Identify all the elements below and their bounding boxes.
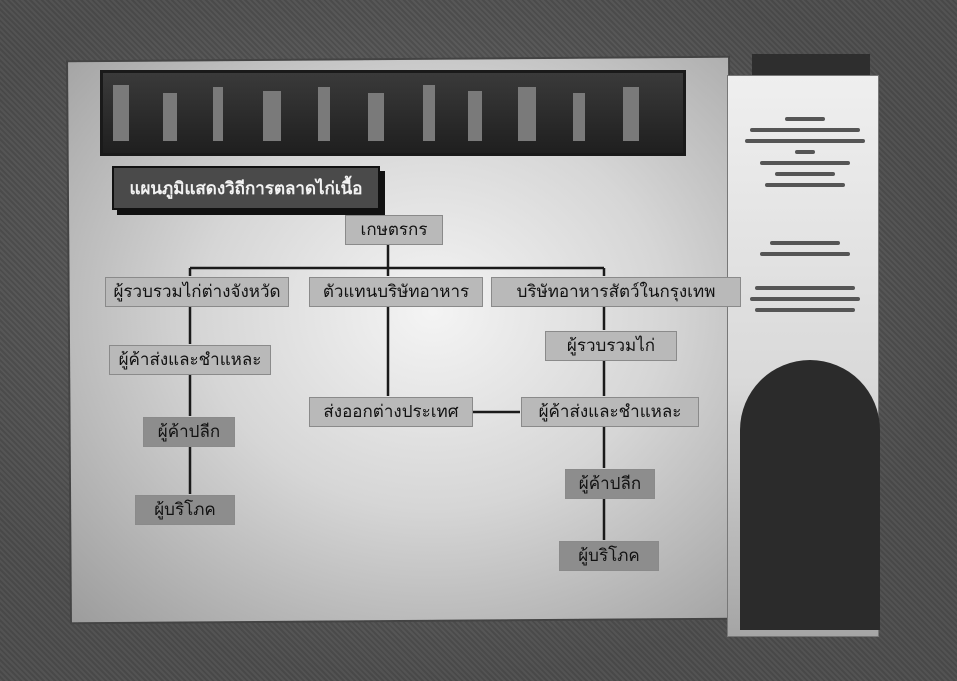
node-feed-company-bangkok: บริษัทอาหารสัตว์ในกรุงเทพ (492, 278, 740, 306)
node-wholesaler-slaughter-right: ผู้ค้าส่งและชำแหละ (522, 398, 698, 426)
node-retailer-left: ผู้ค้าปลีก (144, 418, 234, 446)
node-farmer: เกษตรกร (346, 216, 442, 244)
node-retailer-right: ผู้ค้าปลีก (566, 470, 654, 498)
node-wholesaler-slaughter-left: ผู้ค้าส่งและชำแหละ (110, 346, 270, 374)
banner-header (100, 70, 686, 156)
diagram-title: แผนภูมิแสดงวิถีการตลาดไก่เนื้อ (112, 166, 380, 210)
node-chicken-collector: ผู้รวบรวมไก่ (546, 332, 676, 360)
banner-lettering (113, 85, 639, 141)
side-panel-header (752, 54, 870, 76)
node-provincial-collector: ผู้รวบรวมไก่ต่างจังหวัด (106, 278, 288, 306)
side-panel-text (740, 110, 870, 319)
node-consumer-right: ผู้บริโภค (560, 542, 658, 570)
side-panel-emblem-area (740, 360, 880, 630)
node-food-company-agent: ตัวแทนบริษัทอาหาร (310, 278, 482, 306)
node-export: ส่งออกต่างประเทศ (310, 398, 472, 426)
node-consumer-left: ผู้บริโภค (136, 496, 234, 524)
